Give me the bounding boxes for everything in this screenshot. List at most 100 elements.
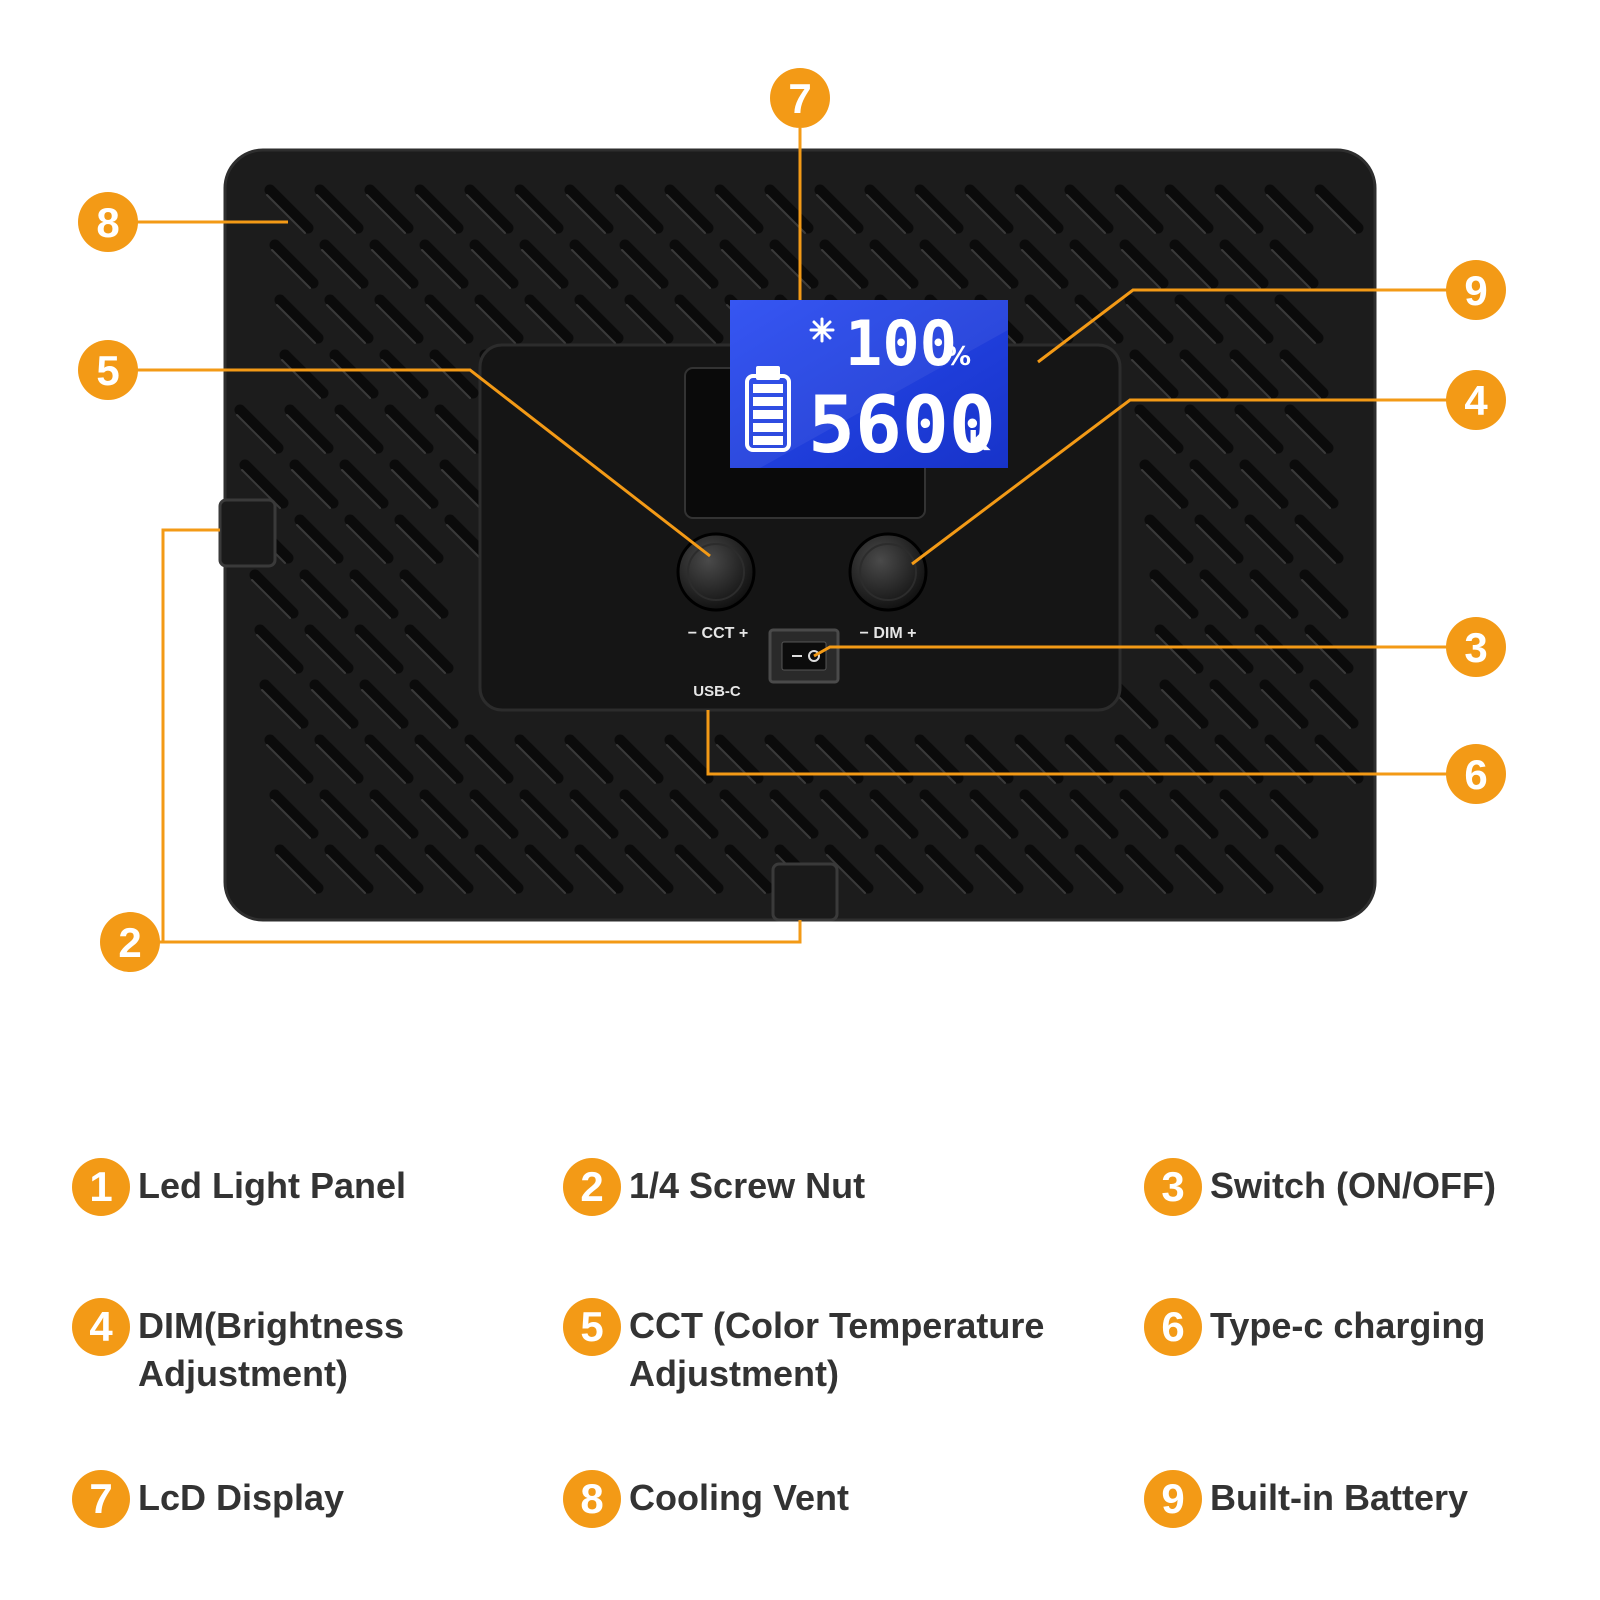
vent-slot-highlight — [426, 304, 466, 344]
vent-slot — [1019, 789, 1069, 839]
vent-slot-highlight — [326, 304, 366, 344]
vent-slot-highlight — [816, 194, 856, 234]
vent-slot-highlight — [621, 249, 661, 289]
vent-slot-highlight — [466, 744, 506, 784]
vent-slot — [1249, 569, 1299, 619]
vent-slot — [464, 184, 514, 234]
vent-slot — [669, 239, 719, 289]
vent-slot — [1269, 789, 1319, 839]
vent-slot — [1129, 349, 1179, 399]
legend-label: Type-c charging — [1210, 1305, 1486, 1346]
svg-text:6: 6 — [1464, 751, 1487, 798]
vent-slot-highlight — [1141, 469, 1181, 509]
vent-slot — [519, 239, 569, 289]
vent-slot — [719, 239, 769, 289]
vent-slot-highlight — [1266, 194, 1306, 234]
vent-slot-highlight — [1171, 249, 1211, 289]
vent-slot-highlight — [321, 249, 361, 289]
vent-slot-highlight — [921, 249, 961, 289]
vent-slot — [1014, 184, 1064, 234]
vent-slot — [409, 679, 459, 729]
vent-slot-highlight — [281, 359, 321, 399]
vent-slot-highlight — [1316, 744, 1356, 784]
vent-slot-highlight — [1166, 194, 1206, 234]
vent-slot-highlight — [1221, 799, 1261, 839]
vent-slot — [1234, 404, 1284, 454]
vent-slot — [664, 734, 714, 784]
vent-slot — [1064, 184, 1114, 234]
vent-slot — [239, 459, 289, 509]
legend-item-2: 2 1/4 Screw Nut — [563, 1158, 865, 1216]
vent-slot — [1274, 844, 1324, 894]
vent-slot — [414, 184, 464, 234]
power-switch[interactable] — [768, 628, 840, 684]
vent-slot — [1124, 844, 1174, 894]
vent-slot — [619, 789, 669, 839]
vent-slot-highlight — [426, 854, 466, 894]
vent-slot — [714, 184, 764, 234]
vent-slot-highlight — [566, 194, 606, 234]
vent-slot — [769, 789, 819, 839]
vent-slot — [404, 624, 454, 674]
vent-slot-highlight — [666, 194, 706, 234]
vent-slot-highlight — [1276, 304, 1316, 344]
vent-slot — [274, 844, 324, 894]
cct-knob[interactable] — [676, 532, 756, 612]
vent-slot — [344, 514, 394, 564]
vent-slot-highlight — [876, 854, 916, 894]
vent-slot-highlight — [416, 744, 456, 784]
vent-slot — [399, 569, 449, 619]
vent-slot-highlight — [1116, 194, 1156, 234]
vent-slot-highlight — [341, 469, 381, 509]
vent-slot-highlight — [466, 194, 506, 234]
usb-c-label: USB-C — [693, 683, 741, 700]
vent-slot — [564, 184, 614, 234]
vent-slot-highlight — [1026, 304, 1066, 344]
vent-slot — [474, 844, 524, 894]
vent-slot-highlight — [1236, 414, 1276, 454]
vent-slot-highlight — [476, 304, 516, 344]
vent-slot-highlight — [576, 854, 616, 894]
leader-lines — [136, 128, 1448, 944]
battery-icon — [745, 366, 791, 452]
legend-number: 1 — [72, 1158, 130, 1216]
vent-slot-highlight — [331, 359, 371, 399]
vent-slot-highlight — [416, 194, 456, 234]
vent-slot — [969, 239, 1019, 289]
vent-slot-highlight — [1281, 359, 1321, 399]
dim-knob[interactable] — [848, 532, 928, 612]
vent-slot — [824, 844, 874, 894]
vent-slot-highlight — [286, 414, 326, 454]
vent-slot — [714, 734, 764, 784]
vent-slot — [819, 789, 869, 839]
vent-slot-highlight — [396, 524, 436, 564]
vent-slot — [519, 789, 569, 839]
vent-slot — [1259, 679, 1309, 729]
vent-slot-highlight — [866, 194, 906, 234]
vent-slot — [1124, 294, 1174, 344]
vent-slot — [964, 734, 1014, 784]
legend-label: Switch (ON/OFF) — [1210, 1165, 1496, 1206]
legend-number: 3 — [1144, 1158, 1202, 1216]
vent-slot — [1114, 734, 1164, 784]
vent-slot-highlight — [1076, 304, 1116, 344]
vent-slot — [1219, 789, 1269, 839]
legend-item-7: 7 LcD Display — [72, 1470, 344, 1528]
vent-slot — [1149, 569, 1199, 619]
vent-slot — [1179, 349, 1229, 399]
vent-slot — [869, 239, 919, 289]
vent-slot — [764, 184, 814, 234]
vent-slot-highlight — [976, 854, 1016, 894]
vent-slot — [394, 514, 444, 564]
vent-slot-highlight — [376, 304, 416, 344]
vent-slot-highlight — [616, 194, 656, 234]
vent-slot — [319, 239, 369, 289]
vent-slot — [1069, 239, 1119, 289]
vent-slot-highlight — [716, 744, 756, 784]
dim-label: − DIM + — [860, 625, 917, 642]
vent-slot-highlight — [676, 854, 716, 894]
vent-slot-highlight — [306, 634, 346, 674]
vent-slot-highlight — [276, 854, 316, 894]
vent-slot-highlight — [1171, 799, 1211, 839]
vent-slot — [284, 404, 334, 454]
